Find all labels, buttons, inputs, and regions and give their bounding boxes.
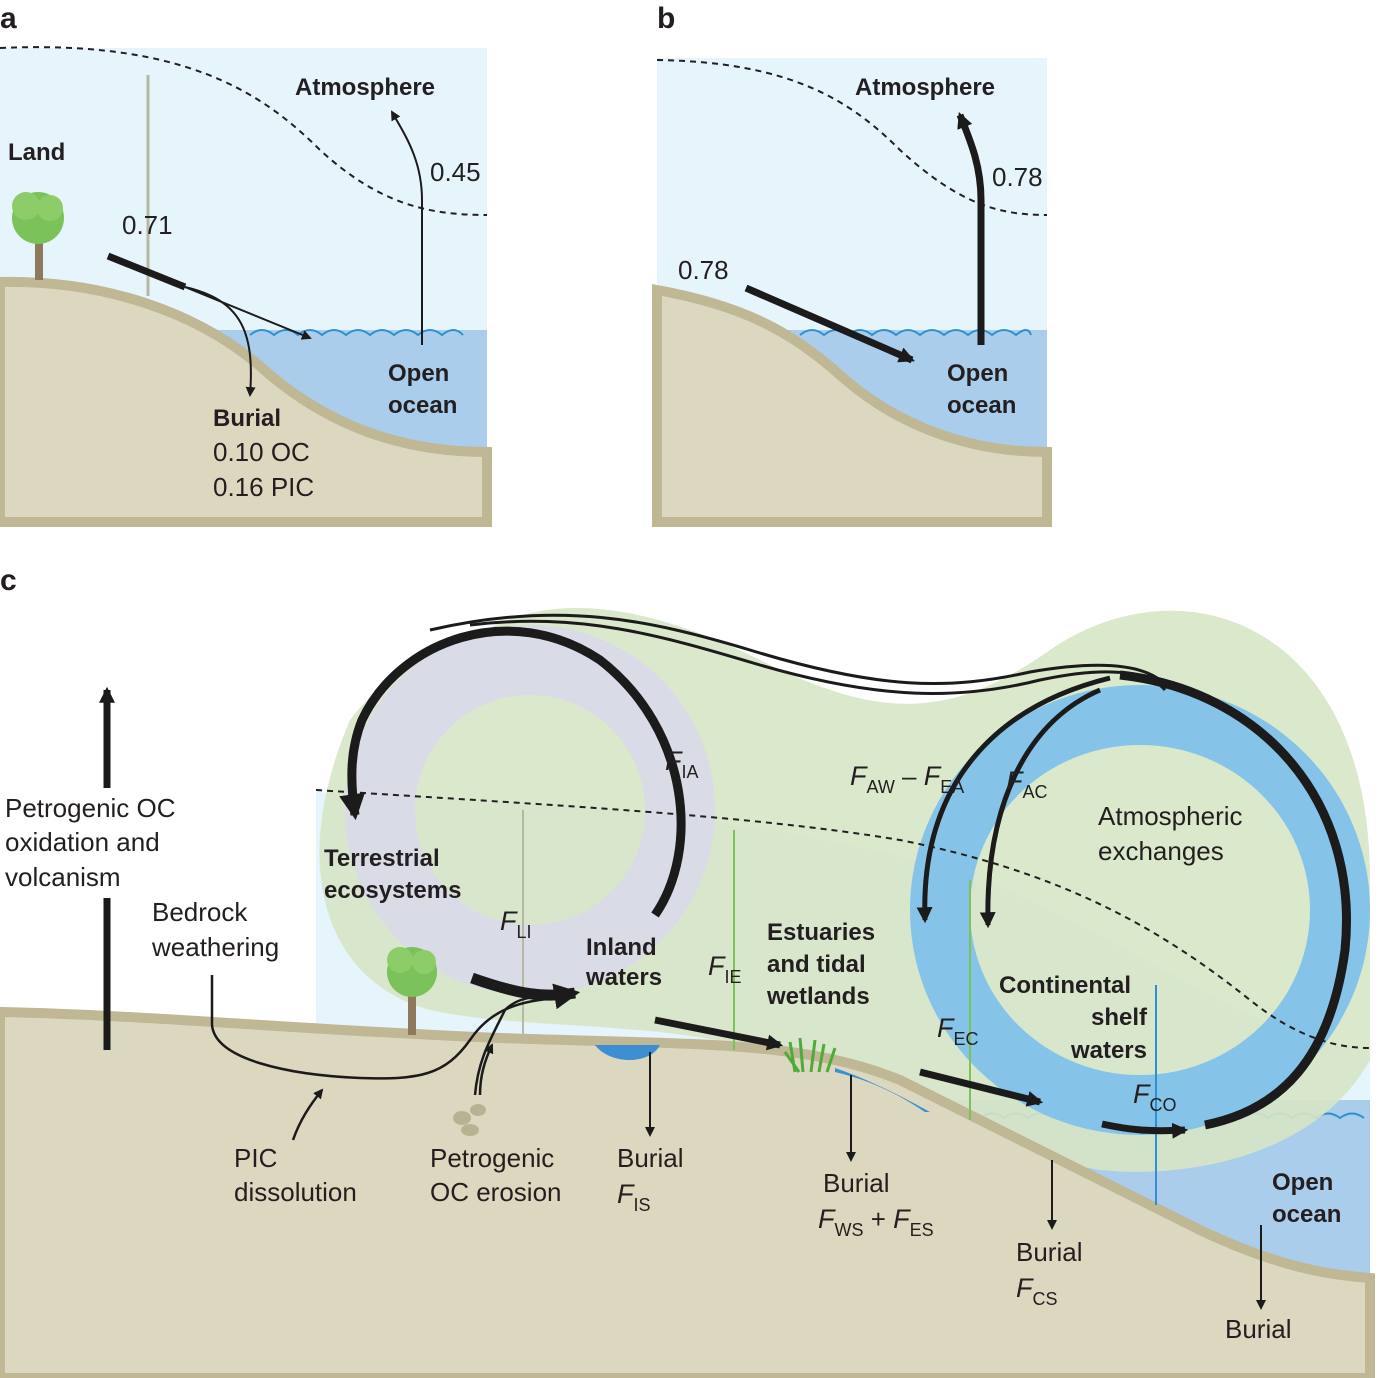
panel-c-pic-arrow [291, 1088, 324, 1141]
panel-b-atm-arrow [956, 112, 985, 345]
panel-c-bedrock-2: weathering [151, 932, 279, 962]
panel-c-fec-arrow [919, 1068, 1044, 1107]
panel-b-ocean-label-1: Open [947, 360, 1008, 387]
panel-c-pebbles-icon [453, 1104, 486, 1136]
panel-a-atm-arrow [391, 110, 423, 345]
panel-c-terrestrial-1: Terrestrial [324, 845, 440, 872]
panel-c-ocean-cycle-arrow [1119, 670, 1351, 1130]
panel-b-value-land: 0.78 [678, 255, 729, 285]
panel-a-atmosphere-boundary [0, 46, 488, 216]
panel-a-burial-label: Burial [213, 405, 281, 432]
panel-b-letter: b [657, 2, 675, 35]
panel-c-fie-arrow [654, 1016, 784, 1051]
panel-c-petro-erosion-1: Petrogenic [430, 1143, 554, 1173]
panel-b-ocean-label-2: ocean [947, 392, 1016, 419]
panel-c-ocean-ring [910, 685, 1370, 1135]
panel-c-fli-label: FLI [500, 906, 532, 942]
panel-c-atm-link-upper [429, 613, 1161, 686]
panel-c-green-band [319, 607, 1371, 1172]
panel-a-value-atm: 0.45 [430, 157, 481, 187]
panel-c-fws-fes-label: FWS + FES [818, 1204, 934, 1240]
panel-c-continental-2: shelf [1091, 1004, 1148, 1031]
panel-c-faw-fea-label: FAW – FEA [850, 761, 964, 797]
panel-c-fac-arrow [979, 687, 1101, 929]
panel-c-pic-1: PIC [234, 1143, 277, 1173]
panel-c-fec-label: FEC [937, 1013, 979, 1049]
panel-c-pic-2: dissolution [234, 1177, 357, 1207]
panel-c-atm-exchanges-1: Atmospheric [1098, 801, 1243, 831]
panel-c-continental-1: Continental [999, 972, 1131, 999]
panel-c-inland-cycle-arrow [339, 626, 686, 918]
panel-c-atmosphere-boundary [315, 789, 1371, 1049]
panel-c-burial-shelf-label: Burial [1016, 1237, 1082, 1267]
panel-c-bedrock-weathering-line [210, 975, 561, 1080]
panel-a: a Land Atmosphere 0.71 0.45 Open ocean B… [0, 2, 492, 527]
panel-c-terrestrial-2: ecosystems [324, 877, 461, 904]
panel-c-petro-erosion-line [473, 993, 546, 1096]
panel-c-petrogenic-ox-2: oxidation and [5, 827, 160, 857]
panel-a-letter: a [0, 2, 17, 35]
panel-c-estuary-water [835, 1068, 930, 1112]
panel-c-bedrock-1: Bedrock [152, 897, 248, 927]
panel-c-fie-label: FIE [708, 951, 742, 987]
panel-c-inland-2: waters [585, 964, 662, 991]
panel-c-faw-fea-arrow [916, 675, 1111, 924]
panel-a-waves [249, 329, 464, 337]
panel-b-land-ocean-arrow [744, 284, 915, 364]
panel-a-land-flux-arrow [106, 252, 187, 291]
panel-c-burial-ocean-label: Burial [1225, 1314, 1291, 1344]
panel-c-fia-label: FIA [665, 746, 699, 782]
panel-b-atmosphere-label: Atmosphere [855, 74, 995, 101]
panel-c-fcs-label: FCS [1016, 1273, 1058, 1309]
panel-c-fli-arrow [470, 972, 581, 1010]
panel-c-petro-erosion-arrow [478, 1043, 494, 1096]
panel-c: c Petrogenic OC oxidation and volcanism … [0, 564, 1375, 1378]
panel-c-fco-arrow [1101, 1120, 1189, 1139]
panel-c-land [0, 1006, 1375, 1378]
panel-c-burial-estuary-label: Burial [823, 1168, 889, 1198]
panel-b: b Atmosphere 0.78 0.78 Open ocean [652, 2, 1052, 527]
panel-c-letter: c [0, 564, 17, 597]
panel-c-fco-label: FCO [1133, 1079, 1177, 1115]
panel-c-inland-1: Inland [586, 934, 657, 961]
panel-a-ocean-flux-arrow [184, 286, 312, 340]
panel-c-atm-link-lower [469, 619, 1167, 695]
panel-a-value-land: 0.71 [122, 210, 173, 240]
panel-b-land [652, 284, 1052, 527]
panel-a-tree-icon [12, 192, 64, 280]
panel-a-ocean-label-2: ocean [388, 392, 457, 419]
panel-c-inland-pond [595, 1045, 660, 1060]
panel-c-estuaries-1: Estuaries [767, 919, 875, 946]
panel-a-burial-oc: 0.10 OC [213, 437, 310, 467]
panel-a-burial-pic: 0.16 PIC [213, 472, 314, 502]
panel-c-estuaries-3: wetlands [766, 983, 870, 1010]
panel-c-grass-icon [783, 1037, 837, 1073]
panel-c-petrogenic-ox-3: volcanism [5, 862, 121, 892]
panel-c-estuaries-2: and tidal [767, 951, 866, 978]
panel-a-atmosphere-label: Atmosphere [295, 74, 435, 101]
panel-c-atm-exchanges-2: exchanges [1098, 836, 1224, 866]
panel-b-value-atm: 0.78 [992, 162, 1043, 192]
panel-a-ocean-label-1: Open [388, 360, 449, 387]
panel-a-land [0, 276, 492, 527]
panel-c-burial-inland-label: Burial [617, 1143, 683, 1173]
panel-c-continental-3: waters [1070, 1037, 1147, 1064]
panel-c-ocean-2: ocean [1272, 1201, 1341, 1228]
panel-c-petro-erosion-2: OC erosion [430, 1177, 562, 1207]
panel-c-fac-label: FAC [1006, 766, 1048, 802]
panel-a-burial-arrow [184, 286, 256, 397]
panel-c-fis-label: FIS [617, 1179, 651, 1215]
panel-c-ocean-1: Open [1272, 1169, 1333, 1196]
panel-a-land-label: Land [8, 139, 65, 166]
panel-c-petrogenic-ox-1: Petrogenic OC [5, 793, 176, 823]
panel-c-tree-icon [387, 947, 437, 1035]
